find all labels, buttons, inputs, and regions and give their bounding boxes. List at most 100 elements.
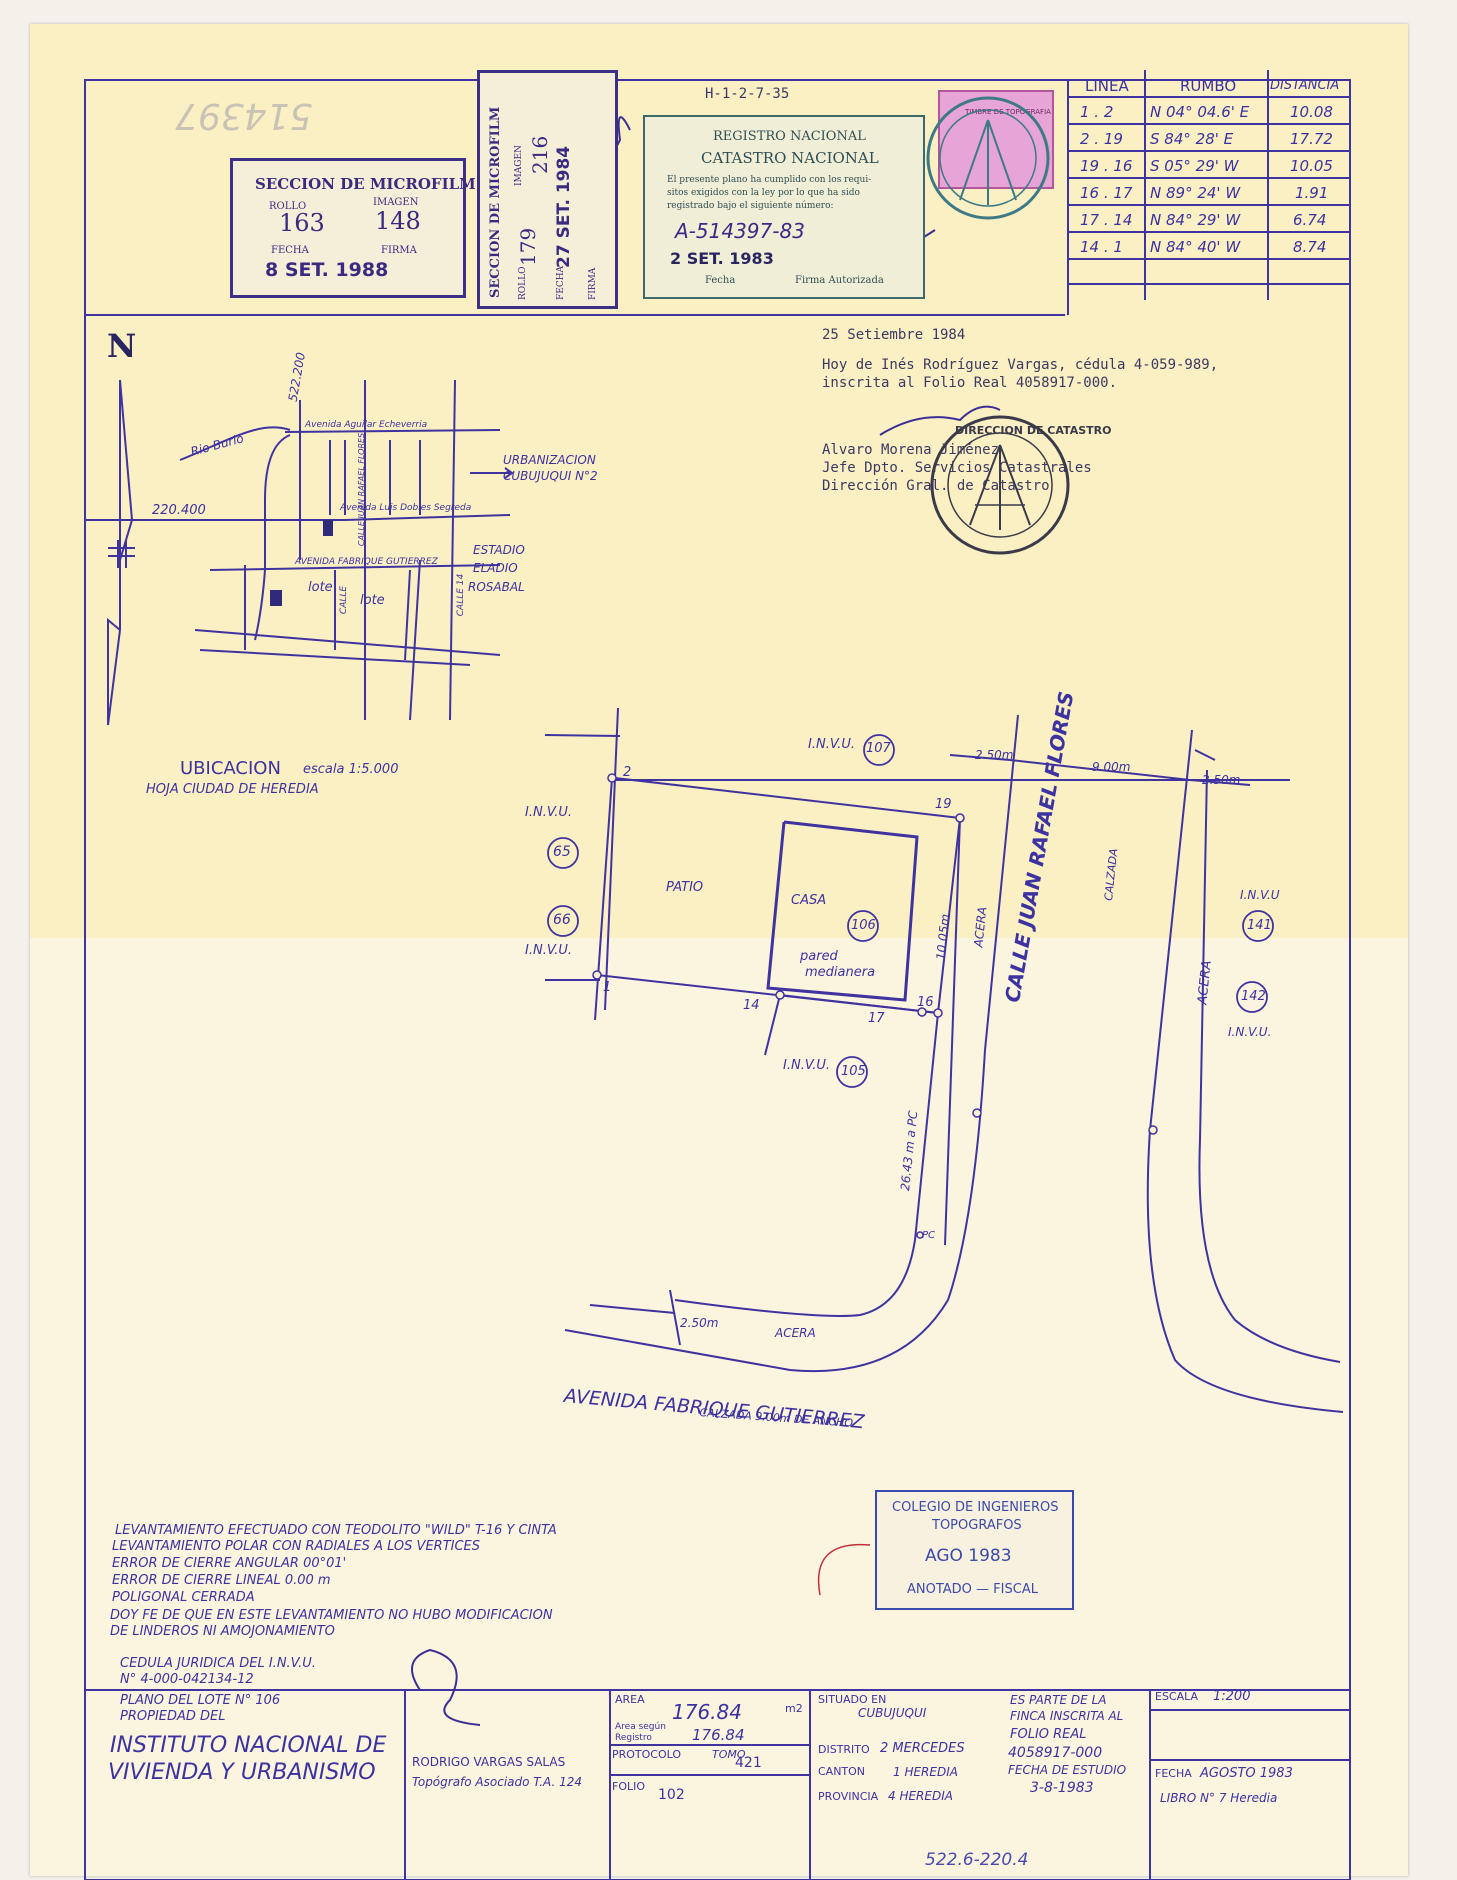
- fecha-value-2: 27 SET. 1984: [554, 145, 574, 268]
- colegio-line1: COLEGIO DE INGENIEROS: [892, 1500, 1059, 1515]
- imagen-label-2: IMAGEN: [514, 145, 524, 186]
- microfilm-stamp-1: SECCION DE MICROFILM ROLLO IMAGEN 163 14…: [230, 158, 476, 298]
- map-urbanizacion-2: CUBUJUQUI N°2: [503, 469, 598, 483]
- tb-area-reg-label-2: Registro: [615, 1733, 652, 1743]
- tb-canton-label: CANTON: [818, 1765, 866, 1778]
- note-sig1: Alvaro Morena Jiménez: [822, 442, 1000, 458]
- vertex-16: 16: [917, 995, 934, 1010]
- table-header-linea: LINEA: [1085, 77, 1129, 95]
- tb-canton: 1 HEREDIA: [893, 1765, 958, 1779]
- table-cell-rumbo: N 04° 04.6' E: [1150, 103, 1250, 121]
- timbre-label: TIMBRE DE TOPOGRAFIA: [965, 108, 1051, 116]
- colegio-line3: ANOTADO — FISCAL: [907, 1582, 1038, 1597]
- table-cell-distancia: 17.72: [1290, 130, 1333, 148]
- colegio-date: AGO 1983: [925, 1546, 1012, 1566]
- registro-firma-label: Firma Autorizada: [795, 275, 884, 286]
- imagen-value-2: 216: [528, 135, 552, 174]
- registro-fecha-label: Fecha: [705, 275, 736, 286]
- vertex-17: 17: [868, 1011, 885, 1026]
- tb-owner-1: INSTITUTO NACIONAL DE: [110, 1733, 387, 1758]
- map-hoja: HOJA CIUDAD DE HEREDIA: [146, 782, 319, 797]
- map-coord-left: 220.400: [152, 503, 206, 518]
- table-header-rumbo: RUMBO: [1180, 77, 1237, 95]
- lot-142: 142: [1241, 989, 1266, 1004]
- table-cell-linea: 2 . 19: [1080, 130, 1123, 148]
- tb-area-reg-value: 176.84: [692, 1726, 745, 1744]
- table-cell-distancia: 10.05: [1290, 157, 1333, 175]
- map-ubicacion: UBICACION: [180, 758, 281, 779]
- note-line2: inscrita al Folio Real 4058917-000.: [822, 375, 1118, 391]
- vertex-2: 2: [623, 765, 632, 780]
- dist-250b: 2.50m: [1202, 773, 1241, 787]
- map-calle-lote: CALLE: [339, 585, 350, 615]
- survey-note-7: DE LINDEROS NI AMOJONAMIENTO: [110, 1624, 335, 1639]
- colegio-stamp: COLEGIO DE INGENIEROS TOPOGRAFOS AGO 198…: [875, 1490, 1074, 1610]
- invu-label-66: I.N.V.U.: [525, 943, 573, 958]
- microfilm-stamp-2: SECCION DE MICROFILM ROLLO 179 IMAGEN 21…: [477, 70, 618, 309]
- note-sig3: Dirección Gral. de Catastro: [822, 478, 1050, 494]
- tb-surveyor-title: Topógrafo Asociado T.A. 124: [412, 1775, 582, 1789]
- registro-date: 2 SET. 1983: [670, 249, 774, 268]
- map-calle-14: CALLE 14: [456, 573, 467, 617]
- invu-label-top: I.N.V.U.: [808, 737, 856, 752]
- catastro-seal-text: DIRECCION DE CATASTRO: [955, 424, 1112, 437]
- tb-tomo: 421: [735, 1755, 762, 1771]
- bottom-coordinate: 522.6-220.4: [925, 1850, 1029, 1870]
- map-estadio-3: ROSABAL: [468, 580, 525, 594]
- table-cell-distancia: 6.74: [1293, 211, 1327, 229]
- cedula-line2: N° 4-000-042134-12: [120, 1672, 254, 1687]
- patio-label: PATIO: [666, 880, 704, 895]
- fecha-label: FECHA: [271, 245, 309, 256]
- table-cell-linea: 19 . 16: [1080, 157, 1133, 175]
- note-line1: Hoy de Inés Rodríguez Vargas, cédula 4-0…: [822, 357, 1219, 373]
- table-header-distancia: DISTANCIA: [1270, 78, 1340, 93]
- survey-note-2: LEVANTAMIENTO POLAR CON RADIALES A LOS V…: [112, 1539, 481, 1554]
- tb-tomo-label: TOMO: [712, 1748, 746, 1761]
- map-urbanizacion: URBANIZACION: [503, 453, 596, 467]
- table-cell-linea: 1 . 2: [1080, 103, 1114, 121]
- tb-situado-label: SITUADO EN: [818, 1693, 887, 1706]
- dist-250a: 2.50m: [975, 748, 1014, 762]
- dist-250c: 2.50m: [680, 1316, 719, 1330]
- map-lote-1: lote: [308, 580, 333, 595]
- tb-folio-real: 4058917-000: [1008, 1745, 1103, 1761]
- tb-distrito-label: DISTRITO: [818, 1743, 870, 1756]
- header-reference: H-1-2-7-35: [705, 86, 790, 102]
- pc-label: PC: [922, 1230, 936, 1241]
- survey-note-6: DOY FE DE QUE EN ESTE LEVANTAMIENTO NO H…: [110, 1608, 553, 1623]
- tb-folio-real-label: FOLIO REAL: [1010, 1727, 1087, 1742]
- invu-label-142: I.N.V.U.: [1228, 1025, 1272, 1039]
- rollo-label-2: ROLLO: [518, 266, 528, 301]
- map-avenida-luis: Avenida Luis Dobles Segreda: [340, 503, 472, 513]
- tb-finca-1: ES PARTE DE LA: [1010, 1693, 1107, 1707]
- registro-text2: sitos exigidos con la ley por lo que ha …: [667, 188, 860, 198]
- map-estadio-2: ELADIO: [473, 561, 518, 575]
- tb-libro: LIBRO N° 7 Heredia: [1160, 1791, 1278, 1805]
- tb-provincia-label: PROVINCIA: [818, 1790, 879, 1803]
- tb-distrito: 2 MERCEDES: [880, 1741, 965, 1756]
- lot-66: 66: [553, 912, 571, 928]
- tb-area-reg-label-1: Area según: [615, 1722, 666, 1732]
- vertex-19: 19: [935, 797, 952, 812]
- lot-106: 106: [851, 918, 876, 933]
- lot-107: 107: [866, 741, 891, 756]
- table-cell-linea: 16 . 17: [1080, 184, 1133, 202]
- vertex-14: 14: [743, 998, 760, 1013]
- acera-label-3: ACERA: [775, 1326, 816, 1340]
- registro-line1: REGISTRO NACIONAL: [713, 129, 866, 144]
- table-cell-rumbo: N 84° 40' W: [1150, 238, 1241, 256]
- microfilm-title-2: SECCION DE MICROFILM: [488, 106, 503, 298]
- registro-text1: El presente plano ha cumplido con los re…: [667, 175, 872, 185]
- registro-line2: CATASTRO NACIONAL: [701, 149, 879, 167]
- fecha-value: 8 SET. 1988: [265, 259, 389, 281]
- timbre-seal: [926, 96, 1050, 220]
- tb-fecha-estudio: 3-8-1983: [1030, 1780, 1094, 1796]
- note-sig2: Jefe Dpto. Servicios Catastrales: [822, 460, 1092, 476]
- tb-situado: CUBUJUQUI: [858, 1706, 927, 1720]
- tb-area-value: 176.84: [672, 1700, 742, 1724]
- map-sheet-lower-half: [30, 938, 1408, 1876]
- microfilm-title: SECCION DE MICROFILM: [255, 175, 476, 193]
- survey-note-1: LEVANTAMIENTO EFECTUADO CON TEODOLITO "W…: [115, 1523, 557, 1538]
- survey-note-5: POLIGONAL CERRADA: [112, 1590, 255, 1605]
- invu-label-65: I.N.V.U.: [525, 805, 573, 820]
